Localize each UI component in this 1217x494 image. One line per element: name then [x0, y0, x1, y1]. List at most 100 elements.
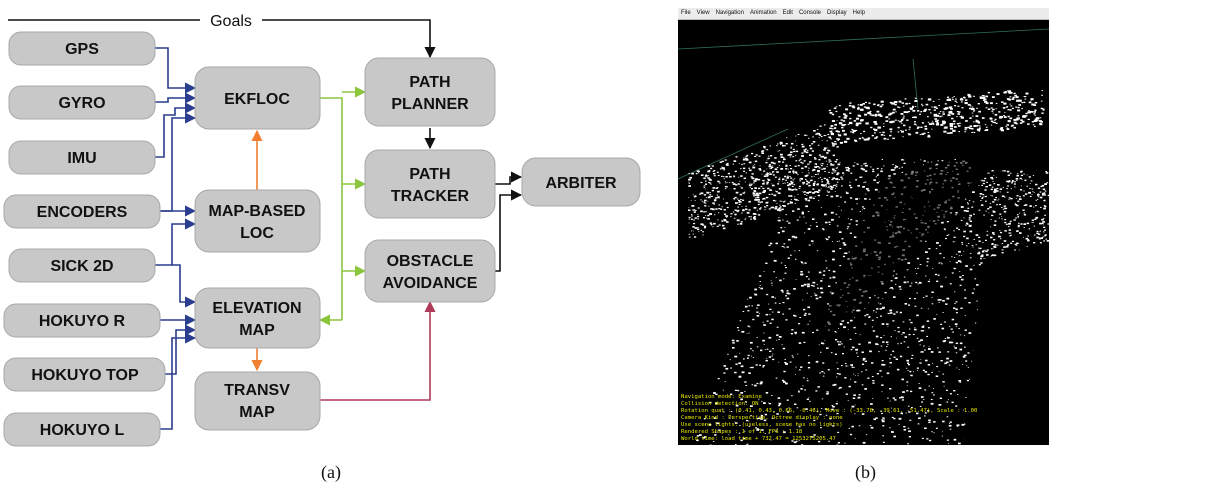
point: [871, 134, 874, 137]
point: [918, 340, 921, 343]
point: [889, 388, 892, 390]
point: [769, 189, 772, 191]
point: [1018, 249, 1020, 251]
point: [772, 171, 775, 173]
menu-item-file[interactable]: File: [681, 10, 691, 16]
point: [798, 390, 800, 392]
point: [763, 324, 766, 326]
point: [868, 316, 871, 318]
point: [782, 347, 786, 350]
point: [827, 147, 829, 149]
point: [869, 113, 872, 115]
point: [1024, 98, 1027, 100]
point: [780, 144, 782, 145]
point: [844, 363, 847, 364]
point: [867, 137, 871, 139]
point: [911, 407, 913, 409]
point: [791, 189, 794, 191]
menu-item-help[interactable]: Help: [852, 10, 866, 16]
point: [839, 247, 842, 250]
point: [824, 171, 826, 172]
point: [750, 405, 753, 407]
point: [919, 134, 922, 136]
point: [785, 214, 787, 216]
point: [837, 133, 839, 135]
menu-item-edit[interactable]: Edit: [782, 10, 793, 16]
point: [1039, 123, 1043, 126]
point: [973, 121, 975, 123]
point: [1035, 205, 1037, 207]
point: [983, 180, 986, 182]
point: [710, 184, 712, 185]
point: [926, 335, 928, 337]
point: [785, 363, 788, 365]
point: [918, 387, 922, 389]
point: [838, 343, 841, 346]
point: [723, 178, 725, 180]
point: [738, 176, 740, 178]
point: [938, 351, 941, 353]
point: [838, 179, 841, 181]
svg-text:HOKUYO L: HOKUYO L: [40, 422, 125, 439]
point: [928, 439, 932, 442]
point: [993, 239, 996, 241]
point: [808, 172, 810, 174]
point: [975, 119, 978, 121]
menu-item-view[interactable]: View: [696, 10, 710, 16]
point: [895, 311, 898, 313]
point: [965, 224, 967, 226]
point: [742, 158, 746, 161]
point: [759, 165, 761, 167]
point: [880, 315, 882, 317]
point: [778, 161, 780, 163]
point: [924, 415, 926, 417]
point: [996, 187, 999, 190]
point: [788, 293, 791, 295]
point: [1026, 245, 1028, 247]
point: [789, 361, 792, 363]
point: [828, 159, 831, 161]
point: [700, 174, 704, 176]
point: [688, 185, 691, 187]
point: [722, 176, 725, 178]
point: [944, 338, 947, 339]
point: [889, 121, 893, 124]
node-label-line: GPS: [65, 41, 99, 58]
menu-item-display[interactable]: Display: [826, 10, 847, 16]
point: [760, 416, 763, 418]
point: [896, 277, 898, 278]
point: [1016, 173, 1019, 175]
point: [852, 165, 855, 167]
point: [835, 106, 838, 108]
point: [737, 329, 740, 331]
point: [791, 440, 794, 442]
point: [924, 125, 927, 128]
point: [828, 171, 830, 173]
point: [793, 150, 796, 153]
point: [966, 365, 968, 366]
point: [712, 171, 715, 173]
point: [965, 360, 968, 362]
point: [1038, 238, 1041, 240]
point: [847, 365, 849, 367]
point: [990, 107, 993, 109]
point: [829, 424, 831, 426]
point: [932, 100, 935, 102]
point: [724, 188, 727, 190]
point: [1040, 237, 1043, 239]
menu-item-animation[interactable]: Animation: [749, 10, 777, 16]
point-cloud-render[interactable]: [678, 19, 1049, 445]
point: [836, 225, 839, 227]
point: [798, 426, 801, 428]
menu-item-navigation[interactable]: Navigation: [715, 10, 744, 16]
point: [711, 224, 712, 226]
point: [710, 167, 713, 170]
point: [809, 161, 812, 163]
point: [1009, 180, 1011, 181]
point: [797, 133, 800, 135]
menu-item-console[interactable]: Console: [798, 10, 821, 16]
point: [756, 428, 759, 430]
point: [900, 130, 902, 131]
point: [722, 198, 724, 200]
point: [959, 116, 961, 117]
